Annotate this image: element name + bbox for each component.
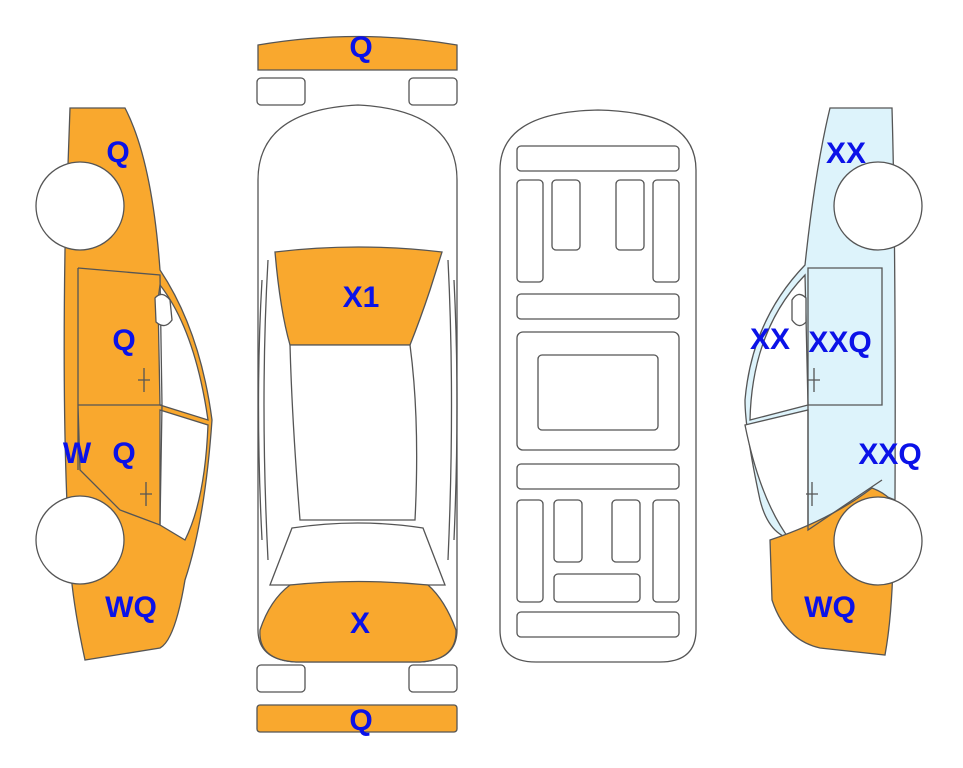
right-rear-wheel: [833, 496, 923, 586]
rear-bumper[interactable]: [256, 704, 458, 733]
damage-labels: Q X1 X Q Q Q W Q WQ XX XX XXQ XXQ WQ: [63, 31, 922, 737]
label-hood: X1: [343, 281, 380, 314]
label-rear-bumper: Q: [349, 704, 372, 737]
under-front-left-mid: [551, 179, 581, 251]
front-right-light: [408, 77, 458, 106]
label-left-rear-door-q: Q: [112, 437, 135, 470]
right-rear-door-handle: [806, 482, 818, 506]
label-left-rear-quarter: WQ: [105, 591, 157, 624]
label-right-front-door-b: XXQ: [808, 326, 871, 359]
label-left-front-fender: Q: [106, 136, 129, 169]
under-front-bar: [516, 145, 680, 172]
right-front-wheel: [833, 161, 923, 251]
label-right-rear-quarter: WQ: [804, 591, 856, 624]
left-rear-window: [159, 409, 209, 541]
label-left-rear-door-w: W: [63, 437, 92, 470]
hood-panel[interactable]: [274, 246, 443, 346]
label-right-front-door-a: XX: [750, 323, 790, 356]
left-pillar: [257, 259, 269, 561]
under-front-right-rail: [652, 179, 680, 283]
label-right-front-fender: XX: [826, 137, 866, 170]
left-front-wheel: [35, 161, 125, 251]
left-door-lines: [77, 267, 163, 526]
right-pillar: [447, 259, 458, 561]
front-bumper[interactable]: [257, 35, 458, 71]
under-rear-center: [553, 573, 641, 603]
rear-left-light: [256, 664, 306, 693]
top-view: [256, 35, 458, 733]
right-front-door-handle: [808, 368, 820, 392]
rear-right-light: [408, 664, 458, 693]
right-mirror: [791, 293, 807, 327]
left-side-view: [35, 107, 213, 661]
tailgate-panel[interactable]: [259, 580, 457, 663]
underbody-view: [499, 109, 697, 663]
under-rear-left-rail: [516, 499, 544, 603]
windshield: [289, 344, 418, 521]
label-right-rear-door: XXQ: [858, 438, 921, 471]
under-floor-inner: [537, 354, 659, 431]
under-front-right-mid: [615, 179, 645, 251]
label-tailgate: X: [350, 607, 370, 640]
under-rear-right-rail: [652, 499, 680, 603]
under-rear-bar: [516, 611, 680, 638]
right-door-lines: [807, 267, 883, 532]
label-left-front-door: Q: [112, 324, 135, 357]
left-rear-wheel: [35, 495, 125, 585]
rear-window: [269, 522, 446, 586]
left-rear-door-handle: [140, 482, 152, 506]
under-cross-2: [516, 463, 680, 490]
under-rear-right-mid: [611, 499, 641, 563]
front-left-light: [256, 77, 306, 106]
under-rear-left-mid: [553, 499, 583, 563]
left-mirror: [154, 293, 173, 327]
right-side-view: [744, 107, 923, 656]
under-front-left-rail: [516, 179, 544, 283]
under-cross-1: [516, 293, 680, 320]
label-front-bumper: Q: [349, 31, 372, 64]
left-front-door-handle: [138, 368, 150, 392]
